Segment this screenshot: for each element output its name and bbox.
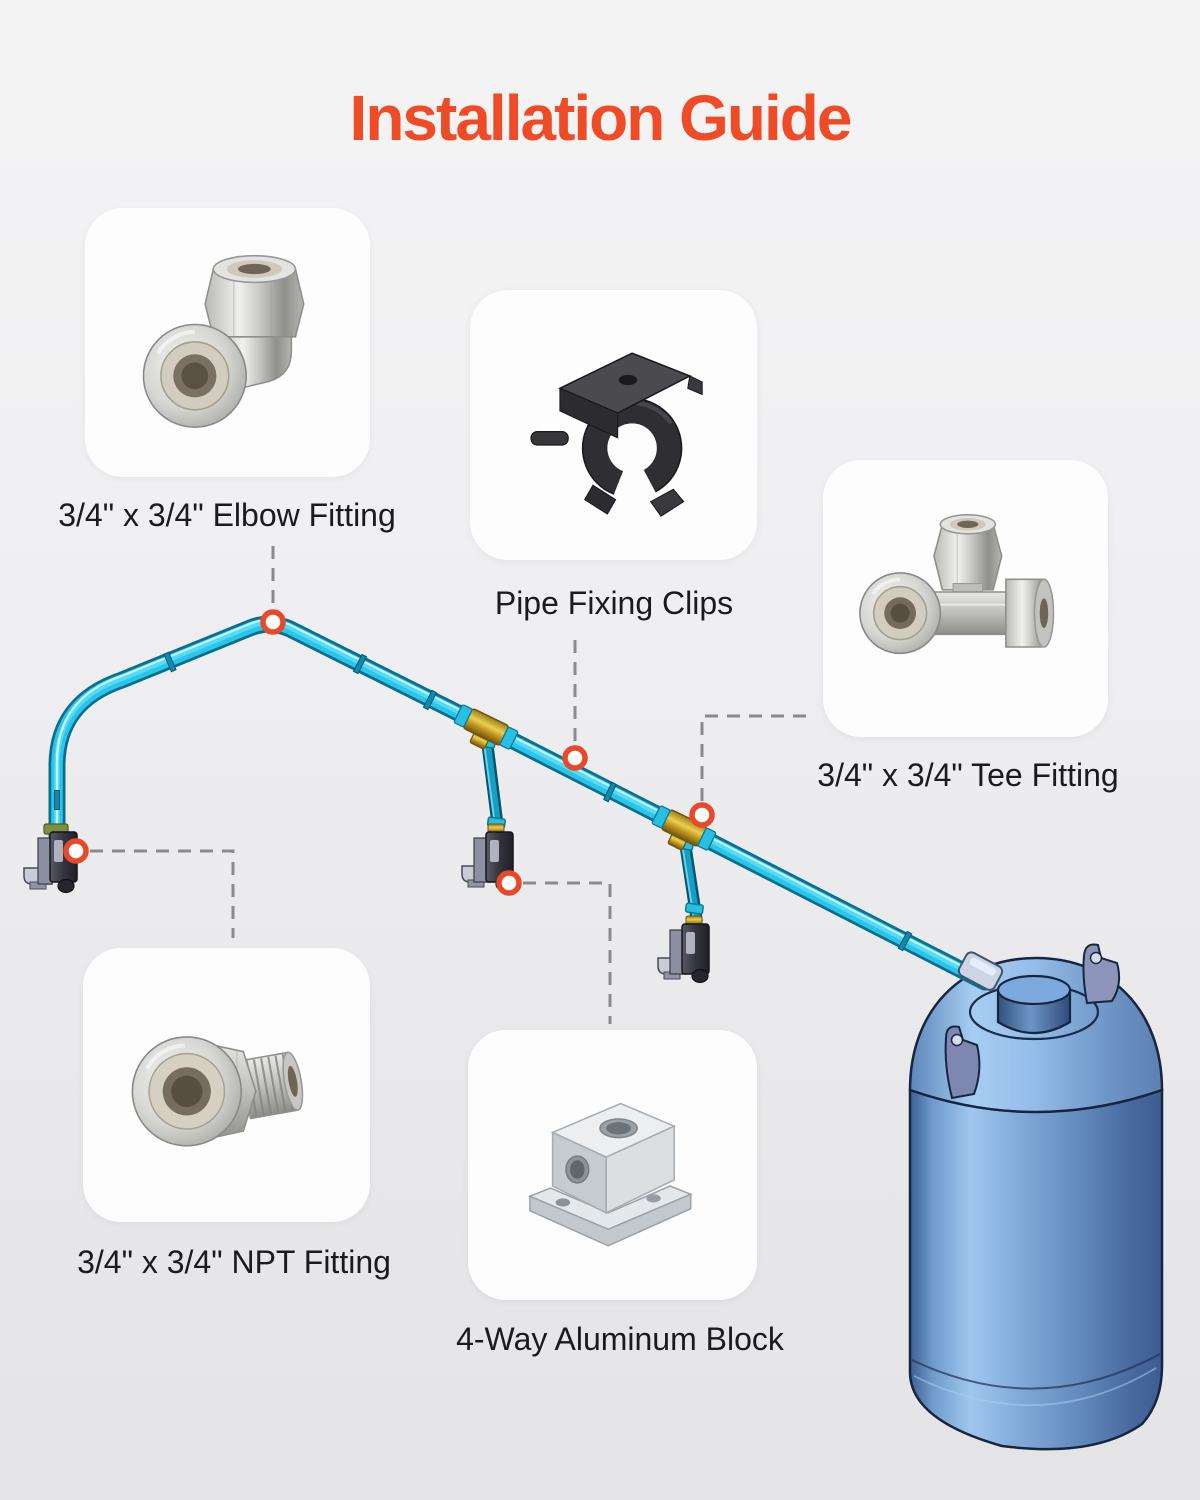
tee-joint-1 bbox=[453, 704, 519, 750]
elbow-fitting-icon bbox=[142, 254, 305, 428]
leader-npt bbox=[90, 849, 235, 938]
valve-block-2 bbox=[657, 915, 710, 984]
pipe-couplers bbox=[54, 651, 913, 952]
tank-cap-top bbox=[996, 974, 1072, 1006]
pipe-clip-icon bbox=[530, 351, 703, 517]
marker-pipe-clip bbox=[562, 745, 588, 771]
card-elbow-fitting bbox=[85, 208, 370, 477]
label-tee-fitting: 3/4" x 3/4" Tee Fitting bbox=[817, 757, 1119, 793]
marker-npt-fitting bbox=[63, 838, 89, 864]
leader-block bbox=[523, 881, 612, 1024]
main-pipe bbox=[48, 615, 994, 991]
aluminum-block-icon bbox=[527, 1102, 693, 1247]
storage-tank bbox=[908, 943, 1164, 1451]
label-aluminum-block: 4-Way Aluminum Block bbox=[456, 1321, 784, 1357]
leader-tee bbox=[700, 714, 812, 801]
tee-fitting-icon bbox=[858, 514, 1055, 655]
marker-aluminum-block bbox=[496, 870, 522, 896]
tank-lug-right bbox=[1082, 943, 1121, 1005]
card-tee-fitting bbox=[823, 460, 1108, 737]
npt-fitting-icon bbox=[131, 1036, 304, 1147]
callout-markers bbox=[63, 609, 715, 896]
tank-inlet-fitting bbox=[957, 951, 1004, 991]
tee-joint-2 bbox=[651, 805, 717, 851]
marker-tee-fitting bbox=[689, 802, 715, 828]
label-elbow-fitting: 3/4" x 3/4" Elbow Fitting bbox=[58, 497, 396, 533]
tank-lug-left bbox=[944, 1025, 981, 1100]
card-npt-fitting bbox=[83, 948, 370, 1222]
page-title: Installation Guide bbox=[349, 82, 853, 154]
label-pipe-fixing-clips: Pipe Fixing Clips bbox=[494, 585, 734, 621]
card-aluminum-block bbox=[468, 1030, 757, 1300]
label-npt-fitting: 3/4" x 3/4" NPT Fitting bbox=[77, 1244, 391, 1280]
callout-leaders bbox=[90, 546, 812, 1024]
card-pipe-fixing-clips bbox=[470, 290, 757, 560]
marker-elbow-fitting bbox=[260, 609, 286, 635]
